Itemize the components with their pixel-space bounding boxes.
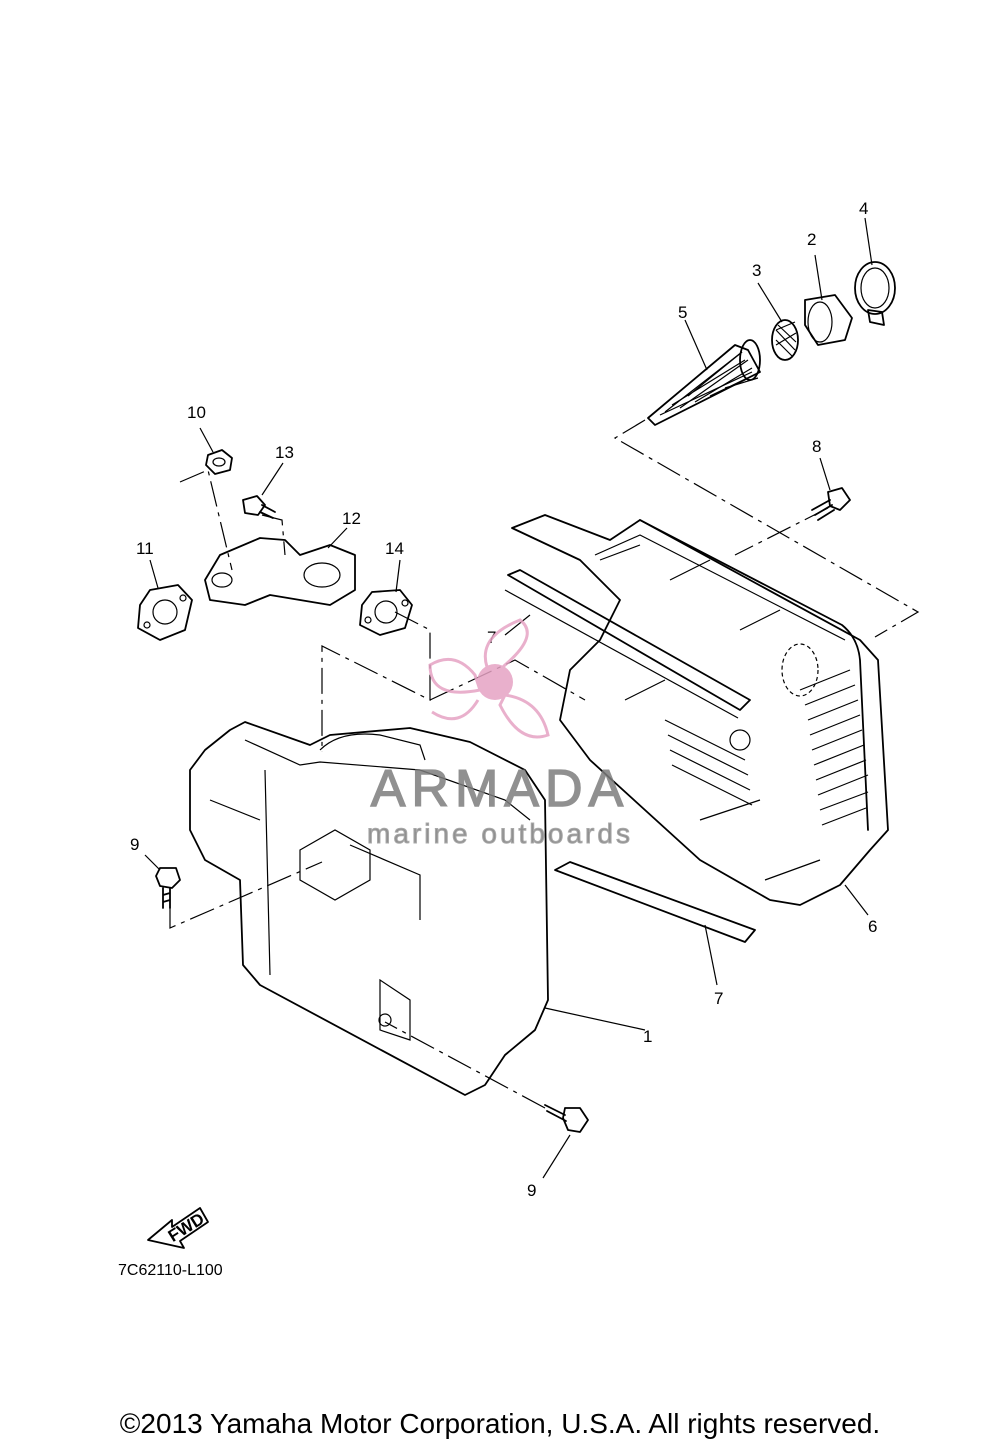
exhaust-pipe[interactable] — [204, 537, 356, 606]
callout-4: 4 — [859, 199, 868, 218]
bolt-side-bottom[interactable] — [544, 1104, 589, 1133]
fwd-arrow: FWD — [147, 1207, 209, 1249]
gasket-strip-lower[interactable] — [554, 861, 756, 943]
bolt-cover[interactable] — [811, 487, 851, 521]
callout-3: 3 — [752, 261, 761, 280]
callout-12: 12 — [342, 509, 361, 528]
callout-8: 8 — [812, 437, 821, 456]
bolt-side-left[interactable] — [155, 867, 181, 909]
spark-arrester-screen[interactable] — [647, 339, 761, 426]
callout-1: 1 — [643, 1027, 652, 1046]
fwd-label: FWD — [165, 1209, 208, 1246]
alignment-lines — [169, 419, 920, 1109]
callout-6: 6 — [868, 917, 877, 936]
callout-14: 14 — [385, 539, 404, 558]
muffler-cover[interactable] — [511, 514, 889, 906]
pipe-gasket-right[interactable] — [359, 589, 413, 636]
drawing-code: 7C62110-L100 — [118, 1262, 223, 1279]
callout-5: 5 — [678, 303, 687, 322]
gasket-strip-upper[interactable] — [504, 569, 751, 719]
callout-9-bottom: 9 — [527, 1181, 536, 1200]
callout-7-lower: 7 — [714, 989, 723, 1008]
leader-lines — [144, 217, 873, 1179]
callout-11: 11 — [136, 539, 154, 558]
screen-mesh-disc[interactable] — [771, 319, 799, 361]
nut[interactable] — [205, 449, 233, 475]
propeller-logo-icon — [428, 618, 550, 739]
bolt-pipe[interactable] — [242, 495, 276, 519]
callout-2: 2 — [807, 230, 816, 249]
callout-13: 13 — [275, 443, 294, 462]
callout-9-left: 9 — [130, 835, 139, 854]
watermark-tagline: marine outboards — [367, 818, 633, 849]
cover-slots — [599, 544, 869, 881]
pipe-gasket-left[interactable] — [137, 584, 193, 641]
muffler-body[interactable] — [189, 721, 549, 1096]
watermark-brand: ARMADA — [371, 760, 629, 818]
hose-clamp[interactable] — [854, 261, 896, 326]
cap-holder[interactable] — [804, 294, 853, 346]
callout-10: 10 — [187, 403, 206, 422]
copyright-notice: ©2013 Yamaha Motor Corporation, U.S.A. A… — [119, 1408, 881, 1439]
armada-watermark: ARMADA marine outboards — [367, 618, 633, 850]
